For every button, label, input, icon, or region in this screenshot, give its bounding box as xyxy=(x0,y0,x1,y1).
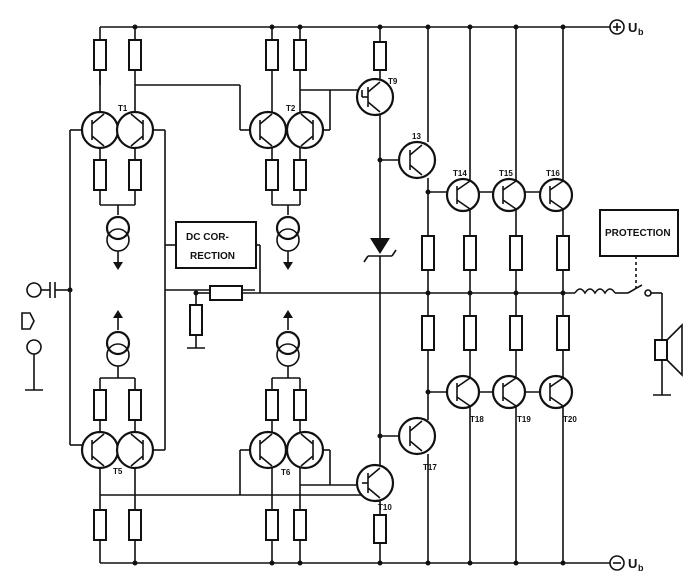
t20-label: T20 xyxy=(563,415,577,424)
t15-label: T15 xyxy=(499,169,513,178)
t16-label: T16 xyxy=(546,169,560,178)
t1-label: T1 xyxy=(118,104,128,113)
t14-label: T14 xyxy=(453,169,467,178)
positive-supply-label: U xyxy=(628,20,637,35)
t9-label: T9 xyxy=(388,77,398,86)
input-jack xyxy=(21,282,70,391)
transistor-pair-t2: T2 xyxy=(240,27,331,270)
negative-supply-label: U xyxy=(628,556,637,571)
output-node xyxy=(420,284,663,340)
t13-label: 13 xyxy=(412,132,421,141)
driver-t9: T9 xyxy=(355,27,398,230)
positive-supply-subscript: b xyxy=(638,27,644,37)
dc-correction-block: DC COR- RECTION xyxy=(165,221,420,349)
dc-correction-label-line1: DC COR- xyxy=(186,232,229,243)
transistor-pair-t6: T6 xyxy=(239,310,331,563)
negative-supply-subscript: b xyxy=(638,563,644,573)
t2-label: T2 xyxy=(286,104,296,113)
t6-label: T6 xyxy=(281,468,291,477)
negative-rail: U b xyxy=(100,555,644,573)
t5-label: T5 xyxy=(113,467,123,476)
protection-block: PROTECTION xyxy=(599,209,679,288)
t10-label: T10 xyxy=(378,503,392,512)
positive-rail: U b xyxy=(100,19,644,37)
driver-t13: 13 xyxy=(377,27,437,420)
transistor-pair-t5: T5 xyxy=(70,310,165,563)
driver-t17: T17 xyxy=(377,416,437,563)
driver-t10: T10 xyxy=(355,463,395,563)
t19-label: T19 xyxy=(517,415,531,424)
loudspeaker-icon xyxy=(653,323,683,396)
zener-diode xyxy=(363,230,397,465)
output-lower-bank: T18 T19 T20 xyxy=(425,315,577,563)
t18-label: T18 xyxy=(470,415,484,424)
protection-label: PROTECTION xyxy=(605,228,671,239)
output-upper-bank: T14 T15 T16 xyxy=(425,27,574,316)
transistor-pair-t1: T1 xyxy=(70,27,165,270)
dc-correction-label-line2: RECTION xyxy=(190,251,235,262)
t17-label: T17 xyxy=(423,463,437,472)
